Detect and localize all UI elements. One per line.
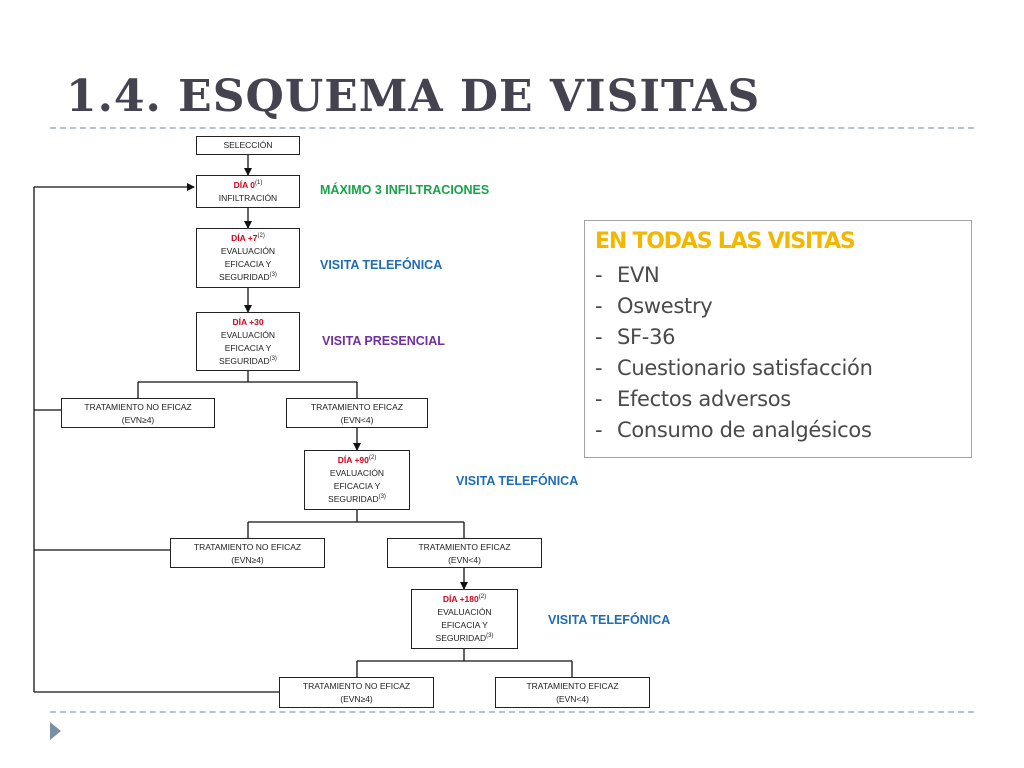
label-visita-telefonica-3: VISITA TELEFÓNICA [548,613,671,627]
node-no-eficaz-1: TRATAMIENTO NO EFICAZ (EVN≥4) [61,398,215,428]
list-item-text: EVN [617,263,660,287]
footnote-marker: (2) [368,455,377,462]
list-item-text: Cuestionario satisfacción [617,356,873,380]
node-line: (EVN<4) [448,555,481,565]
node-body-line: SEGURIDAD [435,633,487,643]
day-label: DÍA +7 [231,233,258,243]
day-label: DÍA +90 [337,455,369,465]
info-box-list: -EVN -Oswestry -SF-36 -Cuestionario sati… [595,260,971,446]
node-line: (EVN≥4) [231,555,264,565]
node-body: INFILTRACIÓN [218,193,278,203]
label-visita-telefonica-1: VISITA TELEFÓNICA [320,258,443,272]
node-body-line: EVALUACIÓN [220,330,276,340]
node-body-line: EFICACIA Y [224,343,272,353]
list-item-text: Oswestry [617,294,713,318]
info-box-todas-las-visitas: EN TODAS LAS VISITAS -EVN -Oswestry -SF-… [584,220,972,458]
list-item: -Efectos adversos [595,387,791,411]
footnote-marker: (3) [269,356,277,363]
node-body-line: EFICACIA Y [224,259,272,269]
node-body-line: SEGURIDAD [219,356,270,366]
bottom-divider [50,711,974,713]
node-line: TRATAMIENTO EFICAZ [418,542,511,552]
node-eficaz-1: TRATAMIENTO EFICAZ (EVN<4) [286,398,428,428]
list-item: -SF-36 [595,325,676,349]
footnote-marker: (1) [255,180,263,187]
footnote-marker: (2) [257,233,265,240]
list-item-text: Efectos adversos [617,387,791,411]
day-label: DÍA 0 [233,180,256,190]
node-seleccion-text: SELECCIÓN [223,140,273,150]
info-box-title: EN TODAS LAS VISITAS [595,229,856,254]
node-body-line: EVALUACIÓN [437,607,492,617]
node-line: TRATAMIENTO EFICAZ [526,681,619,691]
node-line: (EVN<4) [556,694,589,704]
list-item: -Cuestionario satisfacción [595,356,873,380]
footnote-marker: (3) [269,272,277,279]
node-eficaz-3: TRATAMIENTO EFICAZ (EVN<4) [495,677,650,708]
list-item-text: Consumo de analgésicos [617,418,872,442]
node-no-eficaz-2: TRATAMIENTO NO EFICAZ (EVN≥4) [170,538,325,568]
node-dia-180: DÍA +180(2) EVALUACIÓN EFICACIA Y SEGURI… [411,589,518,649]
node-line: (EVN≥4) [121,415,155,425]
node-line: (EVN<4) [340,415,374,425]
node-body-line: EFICACIA Y [333,481,381,491]
node-line: TRATAMIENTO NO EFICAZ [84,402,192,412]
node-body-line: EFICACIA Y [441,620,488,630]
node-body-line: SEGURIDAD [219,272,270,282]
label-maximo-infiltraciones: MÁXIMO 3 INFILTRACIONES [320,183,490,197]
node-no-eficaz-3: TRATAMIENTO NO EFICAZ (EVN≥4) [279,677,434,708]
node-line: TRATAMIENTO NO EFICAZ [302,681,411,691]
node-seleccion: SELECCIÓN [196,136,300,155]
node-dia-7: DÍA +7(2) EVALUACIÓN EFICACIA Y SEGURIDA… [196,228,300,288]
node-line: TRATAMIENTO EFICAZ [310,402,404,412]
label-visita-presencial: VISITA PRESENCIAL [322,334,445,348]
footnote-marker: (2) [478,594,487,601]
node-eficaz-2: TRATAMIENTO EFICAZ (EVN<4) [387,538,542,568]
node-line: TRATAMIENTO NO EFICAZ [193,542,302,552]
footnote-marker: (3) [378,494,386,501]
slide-title: 1.4. ESQUEMA DE VISITAS [66,71,761,122]
node-body-line: EVALUACIÓN [329,468,385,478]
day-label: DÍA +30 [232,317,264,327]
node-dia-30: DÍA +30 EVALUACIÓN EFICACIA Y SEGURIDAD(… [196,312,300,371]
node-dia-0: DÍA 0(1) INFILTRACIÓN [196,175,300,208]
node-line: (EVN≥4) [340,694,373,704]
top-divider [50,127,974,129]
footnote-marker: (3) [486,633,494,640]
node-body-line: SEGURIDAD [328,494,379,504]
node-dia-90: DÍA +90(2) EVALUACIÓN EFICACIA Y SEGURID… [304,450,410,510]
label-visita-telefonica-2: VISITA TELEFÓNICA [456,474,579,488]
list-item: -Consumo de analgésicos [595,418,872,442]
list-item-text: SF-36 [617,325,676,349]
play-triangle-icon [50,722,61,740]
list-item: -EVN [595,263,660,287]
node-body-line: EVALUACIÓN [220,246,276,256]
day-label: DÍA +180 [442,594,479,604]
list-item: -Oswestry [595,294,713,318]
